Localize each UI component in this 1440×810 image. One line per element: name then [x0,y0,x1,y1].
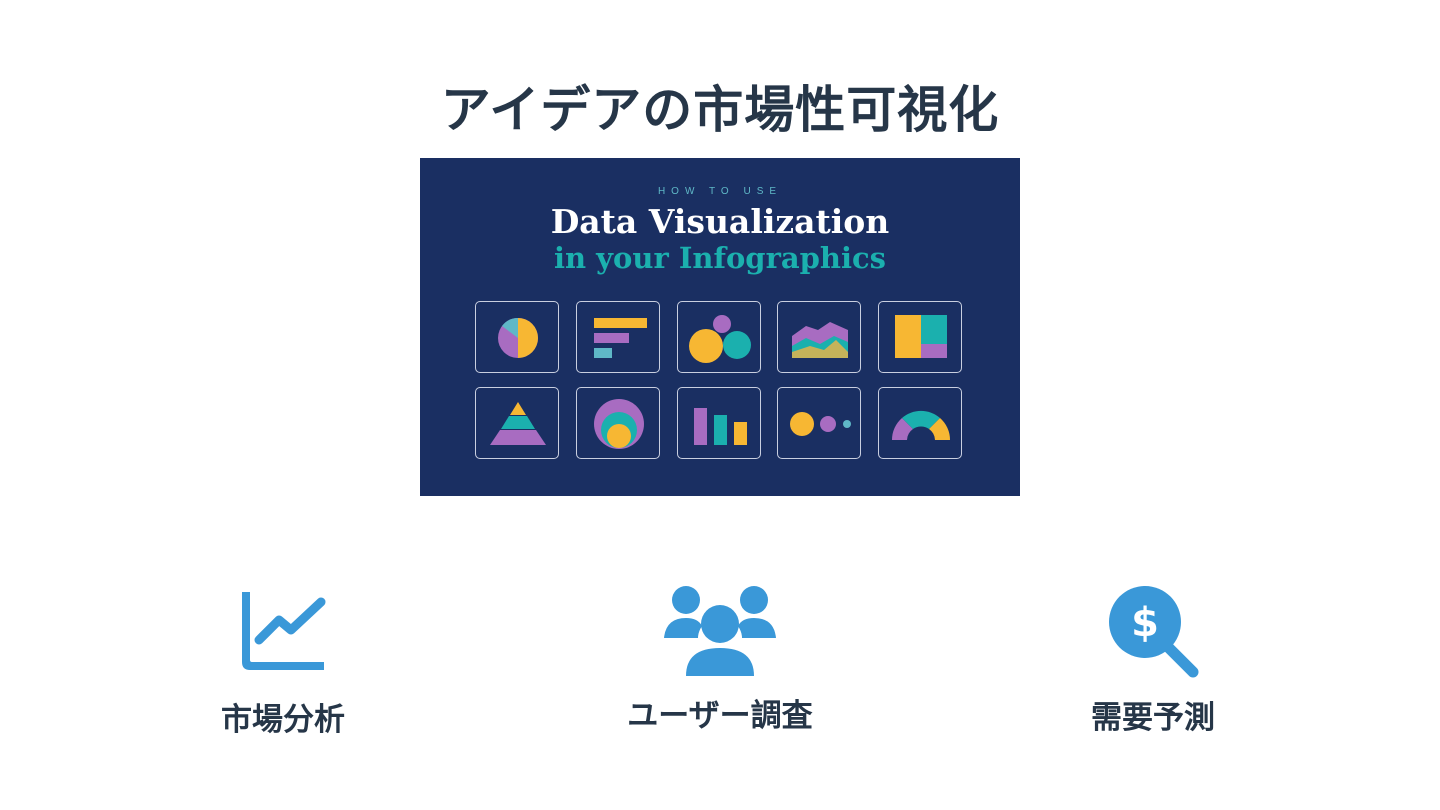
dot-plot-tile [777,387,861,459]
area-chart-tile [777,301,861,373]
feature-market-analysis: 市場分析 [133,588,433,739]
pie-chart-icon [498,318,538,358]
column-chart-tile [677,387,761,459]
feature-label-market-analysis: 市場分析 [221,702,345,738]
bubble-tile [677,301,761,373]
gauge-tile [878,387,962,459]
feature-label-user-research: ユーザー調査 [627,698,813,734]
banner-heading: Data Visualization [550,202,890,241]
feature-label-demand-forecast: 需要予測 [1091,700,1215,736]
pyramid-tile [475,387,559,459]
feature-user-research: ユーザー調査 [570,584,870,735]
dots-icon [790,412,851,436]
nested-circles-icon [594,399,644,449]
pie-chart-tile [475,301,559,373]
nested-circles-tile [576,387,660,459]
line-chart-icon [242,592,326,670]
svg-text:$: $ [1131,600,1159,646]
users-icon [664,586,776,676]
bubbles-icon [689,315,751,363]
banner-subheading: in your Infographics [553,241,887,275]
feature-demand-forecast: $ 需要予測 [1003,586,1303,737]
bar-list-tile [576,301,660,373]
slide-title: アイデアの市場性可視化 [440,81,1000,139]
banner-kicker: HOW TO USE [657,186,783,197]
gauge-icon [891,410,951,440]
pyramid-icon [490,402,546,445]
dollar-search-icon: $ [1109,586,1199,678]
column-chart-icon [694,408,747,445]
treemap-tile [878,301,962,373]
treemap-icon [895,315,947,358]
area-chart-icon [792,322,848,358]
infographic-banner-image: HOW TO USE Data Visualization in your In… [420,158,1020,496]
horizontal-bars-icon [594,318,647,358]
